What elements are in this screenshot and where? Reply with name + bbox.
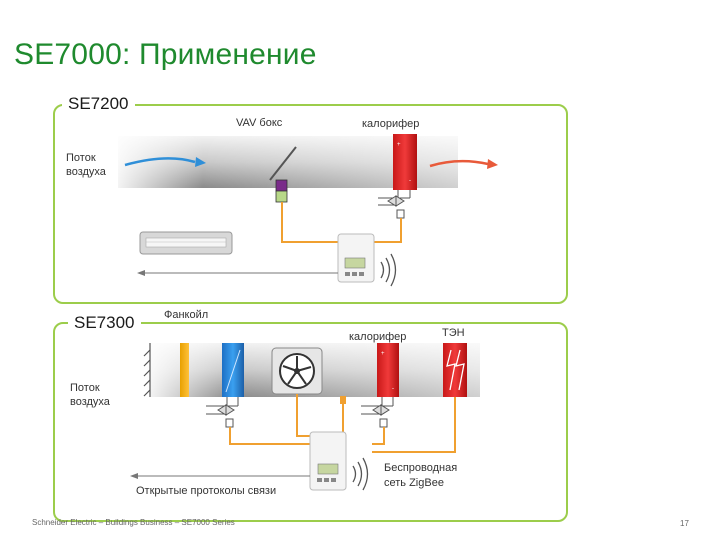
svg-text:+: + (397, 142, 401, 148)
filter (180, 343, 189, 397)
heater-valve (378, 190, 411, 219)
se7300-thermostat (309, 431, 347, 491)
airflow-label-se7200-line2: воздуха (66, 166, 106, 178)
footer-copyright: Schneider Electric – Buildings Business … (32, 518, 235, 527)
svg-text:-: - (392, 386, 394, 392)
se7300-wireless-icon (352, 457, 369, 491)
heating-valve (361, 397, 394, 428)
svg-text:-: - (409, 178, 411, 184)
electric-heater-ten (443, 343, 467, 397)
cooling-valve (206, 397, 239, 428)
vav-damper (269, 146, 297, 181)
se7200-panel (53, 104, 568, 304)
se7300-label: SE7300 (68, 313, 141, 333)
bus-arrowhead-se7300 (130, 473, 138, 479)
vav-box-label: VAV бокс (236, 117, 283, 129)
airflow-in-arrowhead (195, 157, 206, 167)
se7300-wiring (229, 394, 456, 453)
vav-sensor (275, 190, 288, 203)
page-number: 17 (680, 519, 689, 528)
airflow-label-se7300-line1: Поток (70, 382, 100, 394)
fancoil-label: Фанкойл (164, 309, 209, 321)
se7200-label: SE7200 (62, 94, 135, 114)
se7200-wiring (281, 202, 402, 243)
heater-label-se7300: калорифер (349, 331, 407, 343)
heater-coil-se7300 (377, 343, 399, 397)
bus-arrowhead-se7200 (137, 270, 145, 276)
airflow-out-arrow (429, 160, 489, 168)
ten-label: ТЭН (442, 327, 465, 339)
duct-sensor (340, 396, 346, 404)
fan-icon (271, 347, 323, 395)
se7300-panel (53, 322, 568, 522)
svg-text:+: + (381, 351, 385, 357)
page-title: SE7000: Применение (14, 38, 317, 71)
se7200-thermostat (337, 233, 375, 283)
wireless-network-label-line1: Беспроводная (384, 462, 458, 474)
open-protocols-label: Открытые протоколы связи (136, 485, 277, 497)
wireless-network-label-line2: сеть ZigBee (384, 477, 444, 489)
baseboard-heater (139, 231, 233, 255)
airflow-label-se7200-line1: Поток (66, 152, 96, 164)
airflow-out-arrowhead (487, 159, 498, 169)
airflow-label-se7300-line2: воздуха (70, 396, 110, 408)
airflow-in-arrow (124, 157, 196, 167)
heater-coil (393, 134, 417, 190)
heater-label-se7200: калорифер (362, 118, 420, 130)
se7200-wireless-icon (380, 253, 397, 287)
vav-actuator (275, 179, 288, 192)
intake-grille (143, 343, 151, 397)
